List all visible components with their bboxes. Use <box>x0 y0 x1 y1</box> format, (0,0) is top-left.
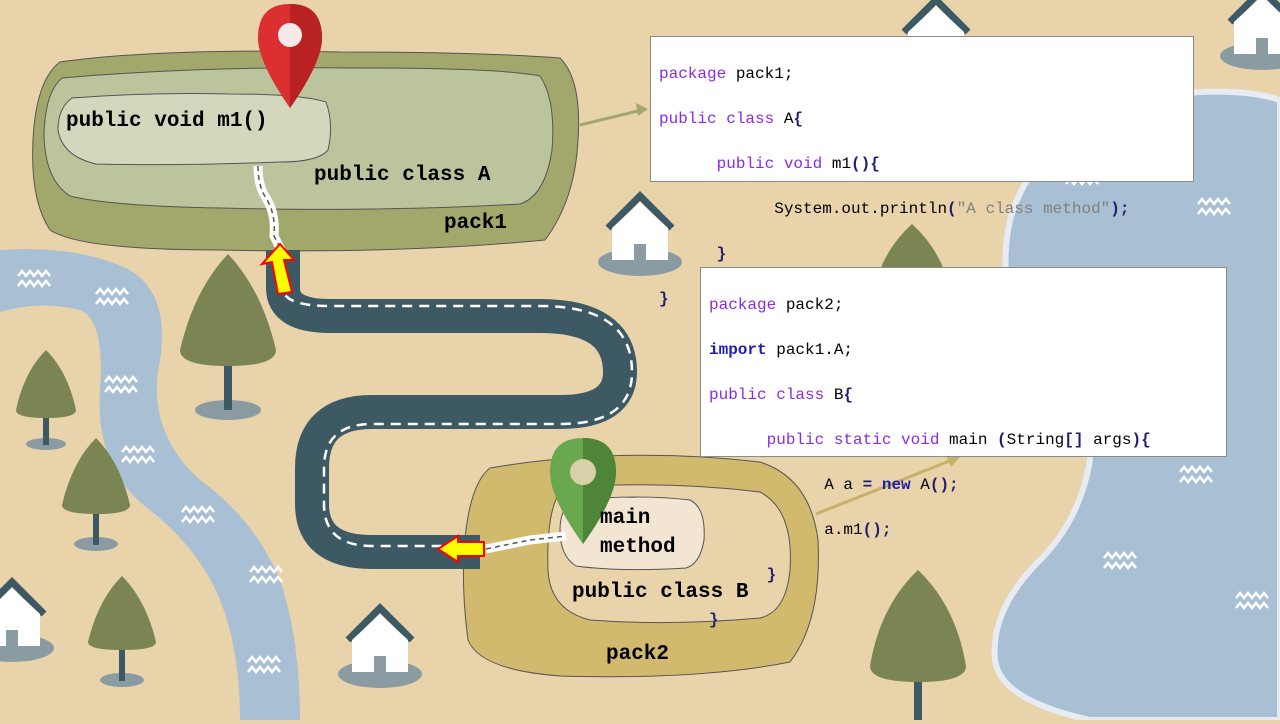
code-text: B <box>824 385 844 404</box>
tree-icon <box>180 254 276 420</box>
pack1-method-region <box>57 93 332 166</box>
pack1-method-label: public void m1() <box>66 110 268 133</box>
code-text: pack1.A; <box>766 340 854 359</box>
code-text: String <box>1006 430 1065 449</box>
code-text: a.m1 <box>824 520 863 539</box>
code-line: package pack1; <box>659 63 1185 86</box>
tree-icon <box>870 570 966 720</box>
code-punctuation: ); <box>1110 199 1130 218</box>
code-text: A a <box>824 475 863 494</box>
road-dashes <box>281 262 634 548</box>
code-line: } <box>659 243 1185 266</box>
code-punctuation: } <box>766 565 777 584</box>
code-text: args <box>1083 430 1132 449</box>
code-punctuation: } <box>659 289 669 308</box>
code-punctuation: (); <box>862 520 892 539</box>
pack1-connector-arrow-icon <box>579 108 643 127</box>
map-pin-green-icon <box>550 438 616 544</box>
tree-icon <box>88 576 156 687</box>
code-line: public void m1(){ <box>659 153 1185 176</box>
code-text: A <box>774 109 794 128</box>
pack2-class-label: public class B <box>572 581 749 604</box>
code-keyword: package <box>659 64 727 83</box>
code-text: pack2; <box>776 295 844 314</box>
code-text: pack1; <box>726 64 794 83</box>
code-line: public class B{ <box>709 384 1218 407</box>
code-text: m1 <box>822 154 852 173</box>
code-line: } <box>659 288 1185 311</box>
code-punctuation: ){ <box>1131 430 1151 449</box>
code-line: public class A{ <box>659 108 1185 131</box>
code-punctuation: [] <box>1064 430 1084 449</box>
code-line: public static void main (String[] args){ <box>709 429 1218 452</box>
code-keyword: package <box>709 295 777 314</box>
code-text: main <box>939 430 998 449</box>
code-punctuation: } <box>709 610 719 629</box>
pack2-method-label-line1: main <box>600 507 651 530</box>
map-pin-red-icon <box>258 4 322 108</box>
pack1-package-label: pack1 <box>444 212 508 235</box>
code-punctuation: (); <box>929 475 959 494</box>
code-keyword: new <box>872 475 911 494</box>
pack1-class-label: public class A <box>314 164 491 187</box>
code-line: a.m1(); <box>709 519 1218 542</box>
code-punctuation: { <box>793 109 804 128</box>
pack2-method-label-line2: method <box>600 536 676 559</box>
pack2-package-label: pack2 <box>606 643 670 666</box>
road <box>266 250 637 569</box>
code-keyword: public class <box>709 385 825 404</box>
code-line: package pack2; <box>709 294 1218 317</box>
tree-icon <box>62 438 130 551</box>
code-line: A a = new A(); <box>709 474 1218 497</box>
code-punctuation: ( <box>997 430 1007 449</box>
code-line: System.out.println("A class method"); <box>659 198 1185 221</box>
tree-icon <box>16 350 76 450</box>
left-arrow-icon <box>436 534 485 564</box>
pack2-connector-arrow-icon <box>815 458 953 516</box>
tree-icon <box>880 224 944 270</box>
left-river <box>0 249 300 720</box>
code-punctuation: { <box>843 385 854 404</box>
code-line: } <box>709 609 1218 632</box>
up-arrow-icon <box>259 242 297 296</box>
code-keyword: import <box>709 340 767 359</box>
code-string: "A class method" <box>956 199 1111 218</box>
code-keyword: public static void <box>766 430 940 449</box>
code-line: import pack1.A; <box>709 339 1218 362</box>
code-box-class-a: package pack1; public class A{ public vo… <box>650 36 1194 308</box>
code-line: } <box>709 564 1218 587</box>
code-keyword: public class <box>659 109 775 128</box>
code-punctuation: } <box>716 244 727 263</box>
code-text: System.out.println <box>774 199 948 218</box>
code-punctuation: = <box>862 475 873 494</box>
code-keyword: public void <box>716 154 823 173</box>
code-punctuation: (){ <box>851 154 880 173</box>
code-punctuation: ( <box>947 199 957 218</box>
code-text: A <box>910 475 930 494</box>
code-box-class-b: package pack2; import pack1.A; public cl… <box>700 267 1227 629</box>
